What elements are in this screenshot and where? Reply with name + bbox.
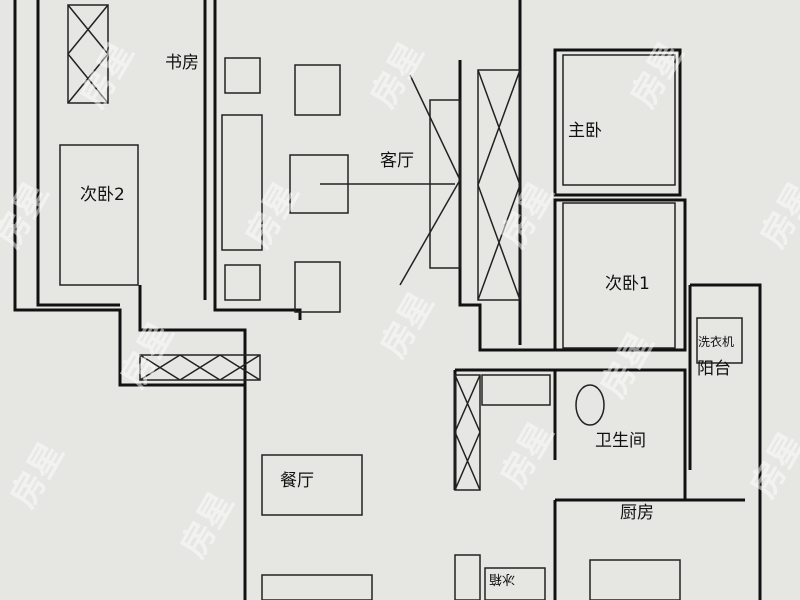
bed-bedroom1	[562, 202, 676, 349]
wardrobes	[67, 4, 521, 600]
fridge	[484, 567, 546, 600]
watermark: 房星	[3, 436, 72, 515]
bed-bedroom2	[59, 144, 139, 286]
watermark: 房星	[743, 426, 800, 505]
stove	[589, 559, 681, 600]
room-labels: 书房 次卧2 客厅 主卧 次卧1 洗衣机 阳台 卫生间 餐厅 厨房 冰箱	[80, 53, 734, 587]
watermark: 房星	[373, 286, 442, 365]
label-bedroom2: 次卧2	[80, 185, 125, 205]
watermark: 房星	[173, 486, 242, 565]
label-kitchen: 厨房	[620, 503, 654, 523]
label-dining: 餐厅	[280, 471, 314, 491]
label-balcony: 阳台	[697, 359, 731, 379]
bed-master	[562, 54, 676, 186]
watermark: 房星	[0, 176, 57, 255]
furniture	[59, 54, 743, 600]
armchair	[294, 261, 341, 313]
label-bedroom1: 次卧1	[605, 274, 650, 294]
label-fridge: 冰箱	[489, 571, 515, 587]
label-washer: 洗衣机	[698, 334, 734, 349]
armchair	[294, 64, 341, 116]
lamp-table	[224, 264, 261, 301]
tv-sightline	[320, 74, 461, 286]
label-bathroom: 卫生间	[595, 431, 646, 451]
toilet	[575, 384, 605, 426]
watermark: 房星	[593, 326, 662, 405]
label-study: 书房	[165, 53, 199, 73]
watermark: 房星	[753, 176, 800, 255]
sofa	[221, 114, 263, 251]
lamp-table	[224, 57, 261, 94]
dining-table	[261, 454, 363, 516]
watermark: 房星	[238, 176, 307, 255]
label-master: 主卧	[568, 121, 602, 141]
watermark: 房星	[363, 36, 432, 115]
sink	[481, 374, 551, 406]
washing-machine	[696, 317, 743, 364]
watermark: 房星	[493, 176, 562, 255]
watermark: 房星	[493, 416, 562, 495]
label-living: 客厅	[380, 151, 414, 171]
